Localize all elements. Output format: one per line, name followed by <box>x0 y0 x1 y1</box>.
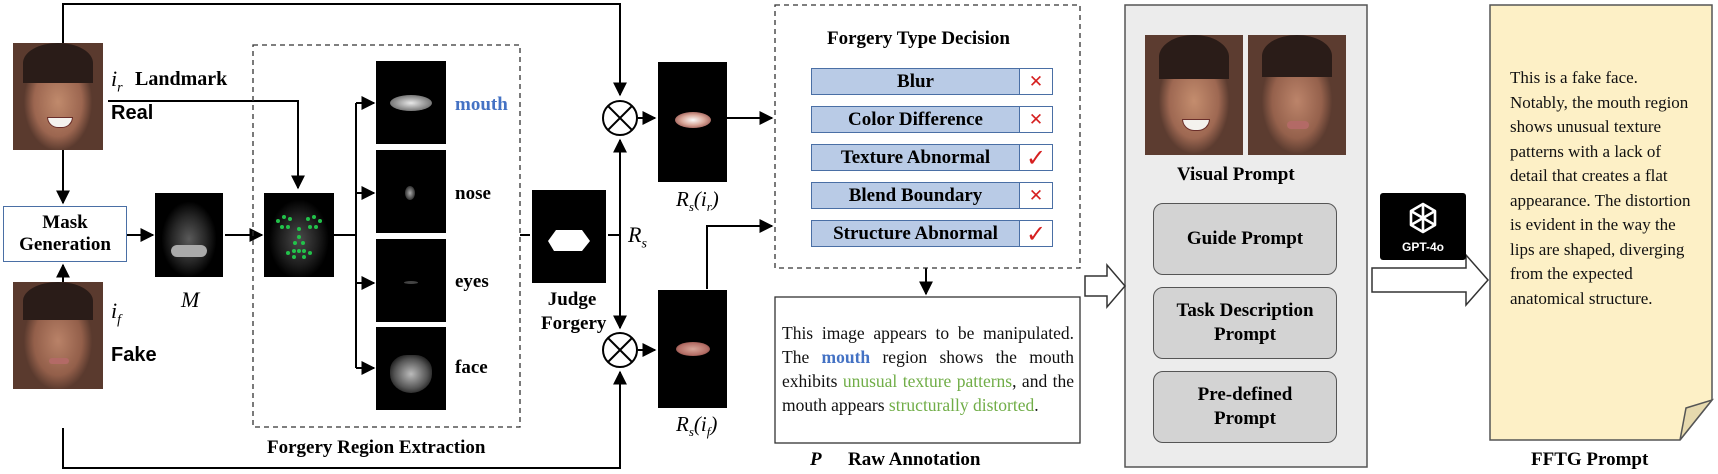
cross-icon: ✕ <box>1019 106 1053 133</box>
landmark-label: Landmark <box>135 68 228 90</box>
raw-annotation-text: This image appears to be manipulated. Th… <box>782 323 1074 415</box>
predefined-prompt-box: Pre-defined Prompt <box>1153 371 1337 443</box>
gpt4o-label: GPT-4o <box>1401 240 1444 254</box>
judge-mask-image <box>532 190 606 283</box>
decision-item-structure-abnormal: Structure Abnormal <box>811 220 1020 247</box>
mouth-crop-fake-image <box>658 290 727 408</box>
hollow-arrow-icon <box>1371 253 1489 307</box>
rs-label: Rs <box>628 222 647 252</box>
ir-label: ir <box>111 66 123 96</box>
extraction-title: Forgery Region Extraction <box>267 437 486 458</box>
rs-ir-label: Rs(ir) <box>676 187 719 215</box>
fftg-paper-fold <box>1679 398 1715 441</box>
raw-annotation-caption: Raw Annotation <box>848 449 981 470</box>
region-label-face: face <box>455 357 488 378</box>
cross-icon: ✕ <box>1019 68 1053 95</box>
landmark-dots-icon <box>276 215 322 259</box>
fftg-caption: FFTG Prompt <box>1531 449 1649 470</box>
mask-generation-box: Mask Generation <box>3 206 127 262</box>
wire-crop-bottom-to-decision <box>706 219 774 289</box>
check-icon: ✓ <box>1019 144 1053 172</box>
visual-prompt-real-photo <box>1145 35 1243 155</box>
m-symbol: M <box>181 287 200 312</box>
task-description-prompt-box: Task Description Prompt <box>1153 287 1337 359</box>
visual-prompt-label: Visual Prompt <box>1177 164 1295 185</box>
guide-prompt-box: Guide Prompt <box>1153 203 1337 275</box>
wire-landmark <box>108 100 305 190</box>
real-label: Real <box>111 102 154 124</box>
region-label-mouth: mouth <box>455 94 508 115</box>
mouth-crop-real-image <box>658 62 727 182</box>
region-eyes-image <box>376 239 446 322</box>
openai-logo-icon <box>1409 202 1437 234</box>
annotation-frame <box>774 296 1081 444</box>
gpt4o-badge: GPT-4o <box>1380 193 1466 260</box>
p-symbol: P <box>810 449 822 470</box>
judge-label: Judge Forgery <box>541 289 607 334</box>
decision-frame <box>774 4 1081 269</box>
check-icon: ✓ <box>1019 220 1053 248</box>
fftg-prompt-text: This is a fake face. Notably, the mouth … <box>1510 68 1691 308</box>
visual-prompt-fake-photo <box>1248 35 1346 155</box>
decision-item-color-difference: Color Difference <box>811 106 1020 133</box>
if-label: if <box>111 298 122 328</box>
wire-fake-to-multiplier <box>62 370 627 469</box>
decision-item-texture-abnormal: Texture Abnormal <box>811 144 1020 171</box>
wire-real-to-multiplier <box>62 3 627 97</box>
region-face-image <box>376 327 446 410</box>
real-face-photo <box>13 43 103 150</box>
landmark-face-image <box>264 193 334 277</box>
rs-if-label: Rs(if) <box>676 412 718 440</box>
decision-title: Forgery Type Decision <box>827 28 1010 49</box>
region-nose-image <box>376 150 446 233</box>
extraction-frame <box>252 44 521 428</box>
region-label-nose: nose <box>455 183 491 204</box>
cross-icon: ✕ <box>1019 182 1053 209</box>
fake-face-photo <box>13 282 103 389</box>
decision-item-blend-boundary: Blend Boundary <box>811 182 1020 209</box>
region-mouth-image <box>376 61 446 144</box>
region-label-eyes: eyes <box>455 271 489 292</box>
hollow-arrow-icon <box>1084 262 1126 310</box>
fake-label: Fake <box>111 344 157 366</box>
decision-item-blur: Blur <box>811 68 1020 95</box>
mask-m-image <box>155 193 223 277</box>
